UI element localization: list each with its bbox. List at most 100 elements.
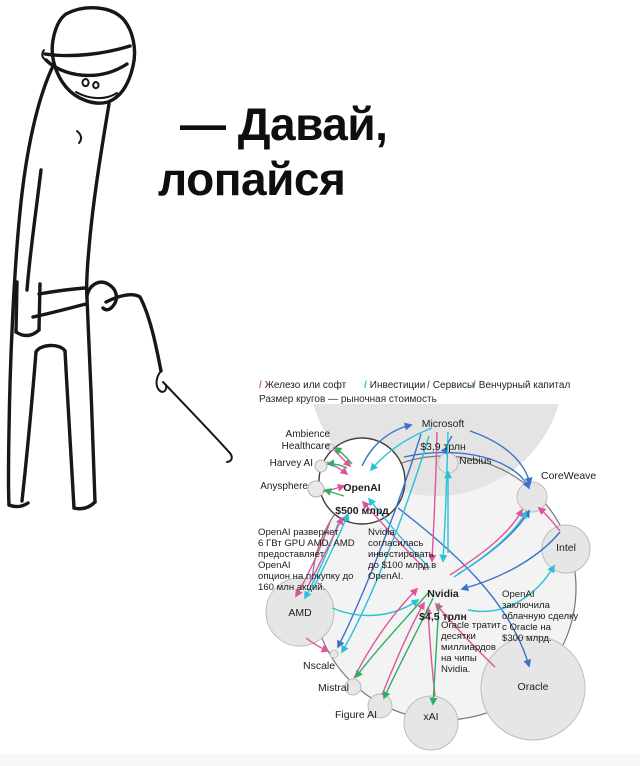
legend-label-hardware: Железо или софт	[264, 380, 347, 391]
node-label-nscale: Nscale	[303, 660, 336, 672]
edge-microsoft-nscale-investment	[341, 435, 430, 654]
openai-value: $500 млрд	[335, 504, 389, 517]
poking-stick	[162, 381, 230, 453]
node-label-nebius: Nebius	[459, 455, 492, 467]
eye-left-icon	[81, 78, 90, 88]
node-ambience-circle	[326, 443, 334, 451]
node-xai-circle	[403, 695, 459, 751]
forearm	[104, 293, 163, 373]
arm-inner-line	[25, 168, 43, 292]
node-nscale-circle	[329, 649, 339, 659]
edge-openai-amd-hardware	[295, 521, 331, 598]
legend-item-hardware: Железо или софт	[259, 380, 346, 391]
hand	[155, 370, 168, 393]
left-leg-inner	[20, 350, 38, 503]
openai-name: OpenAI	[343, 481, 381, 494]
edge-openai-harvey-vc	[326, 459, 348, 469]
node-label-figure-ai: Figure AI	[335, 709, 378, 721]
edge-mistral-nvidia-hardware	[353, 587, 419, 679]
investments-slash-icon	[364, 380, 367, 391]
node-figure-ai-circle	[367, 693, 393, 719]
elbow-loop	[85, 280, 119, 312]
node-oracle-circle	[480, 635, 586, 741]
microsoft-name: Microsoft	[421, 417, 465, 430]
edge-nvidia-coreweave-investment	[453, 510, 527, 578]
node-label-mistral: Mistral	[318, 682, 349, 694]
edge-openai-ambience-vc	[333, 447, 353, 465]
head-outline	[50, 6, 137, 105]
edge-nvidia-figureai-vc	[382, 597, 434, 700]
meme-caption: — Давай, лопайся	[158, 97, 388, 207]
edge-microsoft-coreweave-services	[469, 430, 533, 486]
edge-intel-coreweave-hardware	[537, 506, 561, 532]
edge-microsoft-nvidia-hardware	[428, 431, 438, 563]
stick-figure	[6, 6, 233, 511]
annotation-amd-openai: OpenAI развернет 6 ГВт GPU AMD. AMD пред…	[258, 527, 355, 593]
edge-openai-microsoft-services	[361, 422, 413, 467]
services-slash-icon	[427, 380, 430, 391]
edge-oracle-nvidia-hardware	[434, 602, 496, 668]
annotation-openai-oracle: OpenAI заключила облачную сделку с Oracl…	[502, 589, 579, 644]
bottom-strip	[0, 754, 640, 766]
node-anysphere-circle	[307, 480, 325, 498]
edge-amd-nvidia-investment	[331, 599, 420, 617]
sleeve-right	[37, 282, 42, 332]
legend-item-services: Сервисы	[427, 380, 474, 391]
annotation-oracle-nvidia: Oracle тратит десятки миллиардов на чипы…	[441, 620, 501, 675]
node-label-openai: OpenAI $500 млрд	[328, 471, 396, 529]
nvidia-name: Nvidia	[427, 587, 459, 600]
legend-label-services: Сервисы	[432, 380, 475, 391]
node-label-anysphere: Anysphere	[260, 481, 308, 492]
node-label-harvey: Harvey AI	[269, 458, 313, 469]
edge-amd-openai-investment	[312, 512, 350, 590]
edge-microsoft-openai-investment	[369, 427, 433, 472]
chin-line	[75, 91, 118, 100]
node-coreweave-circle	[516, 481, 548, 513]
meme-caption-line1: — Давай,	[180, 98, 388, 150]
legend-item-venture: Венчурный капитал	[473, 380, 570, 391]
body-right-line	[84, 102, 111, 300]
edge-nvidia-openai-hardware	[361, 500, 427, 571]
edge-amd-nscale-hardware	[305, 637, 330, 653]
edge-coreweave-nvidia-services	[460, 531, 561, 592]
node-label-xai: xAI	[423, 711, 439, 723]
node-label-microsoft: Microsoft $3,9 трлн	[401, 407, 485, 465]
right-foot	[72, 500, 97, 511]
edge-microsoft-nscale-services	[337, 433, 422, 649]
legend-label-investments: Инвестиции	[369, 380, 426, 391]
sleeve-left	[14, 280, 19, 334]
node-label-ambience: Ambience Healthcare	[281, 429, 330, 452]
node-amd-circle	[265, 577, 335, 647]
hat-band-bottom	[44, 58, 129, 78]
edge-microsoft-nvidia-investment	[439, 431, 449, 563]
meme-caption-line2: лопайся	[158, 153, 346, 205]
hat-knot	[41, 49, 47, 61]
node-label-intel: Intel	[556, 542, 576, 554]
legend-item-investments: Инвестиции	[364, 380, 425, 391]
edge-openai-anysphere-vc	[323, 488, 345, 497]
node-label-nvidia: Nvidia $4,5 трлн	[408, 577, 478, 635]
edge-nvidia-mistral-vc	[354, 591, 430, 679]
edge-amd-openai-hardware	[307, 516, 343, 587]
edge-nvidia-xai-vc	[429, 602, 440, 706]
body-left-line	[6, 62, 56, 507]
coat-hem-top	[37, 286, 87, 296]
node-harvey-circle	[314, 459, 328, 473]
hardware-slash-icon	[259, 380, 262, 391]
node-label-coreweave: CoreWeave	[541, 470, 597, 482]
eye-right-icon	[92, 81, 100, 90]
legend-subtitle: Размер кругов — рыночная стоимость	[259, 394, 437, 405]
microsoft-value: $3,9 трлн	[420, 440, 466, 453]
node-label-amd: AMD	[288, 607, 312, 619]
left-foot	[7, 501, 30, 509]
legend-label-venture: Венчурный капитал	[478, 380, 571, 391]
edge-nvidia-intel-investment	[467, 564, 555, 613]
stick-barb	[226, 451, 233, 463]
investment-network-diagram	[265, 404, 591, 751]
right-leg-outer	[85, 296, 97, 504]
venture-slash-icon	[473, 380, 476, 391]
node-label-oracle: Oracle	[517, 681, 549, 693]
pocket-squiggle	[76, 130, 83, 144]
edge-nvidia-coreweave-hardware	[449, 508, 523, 576]
